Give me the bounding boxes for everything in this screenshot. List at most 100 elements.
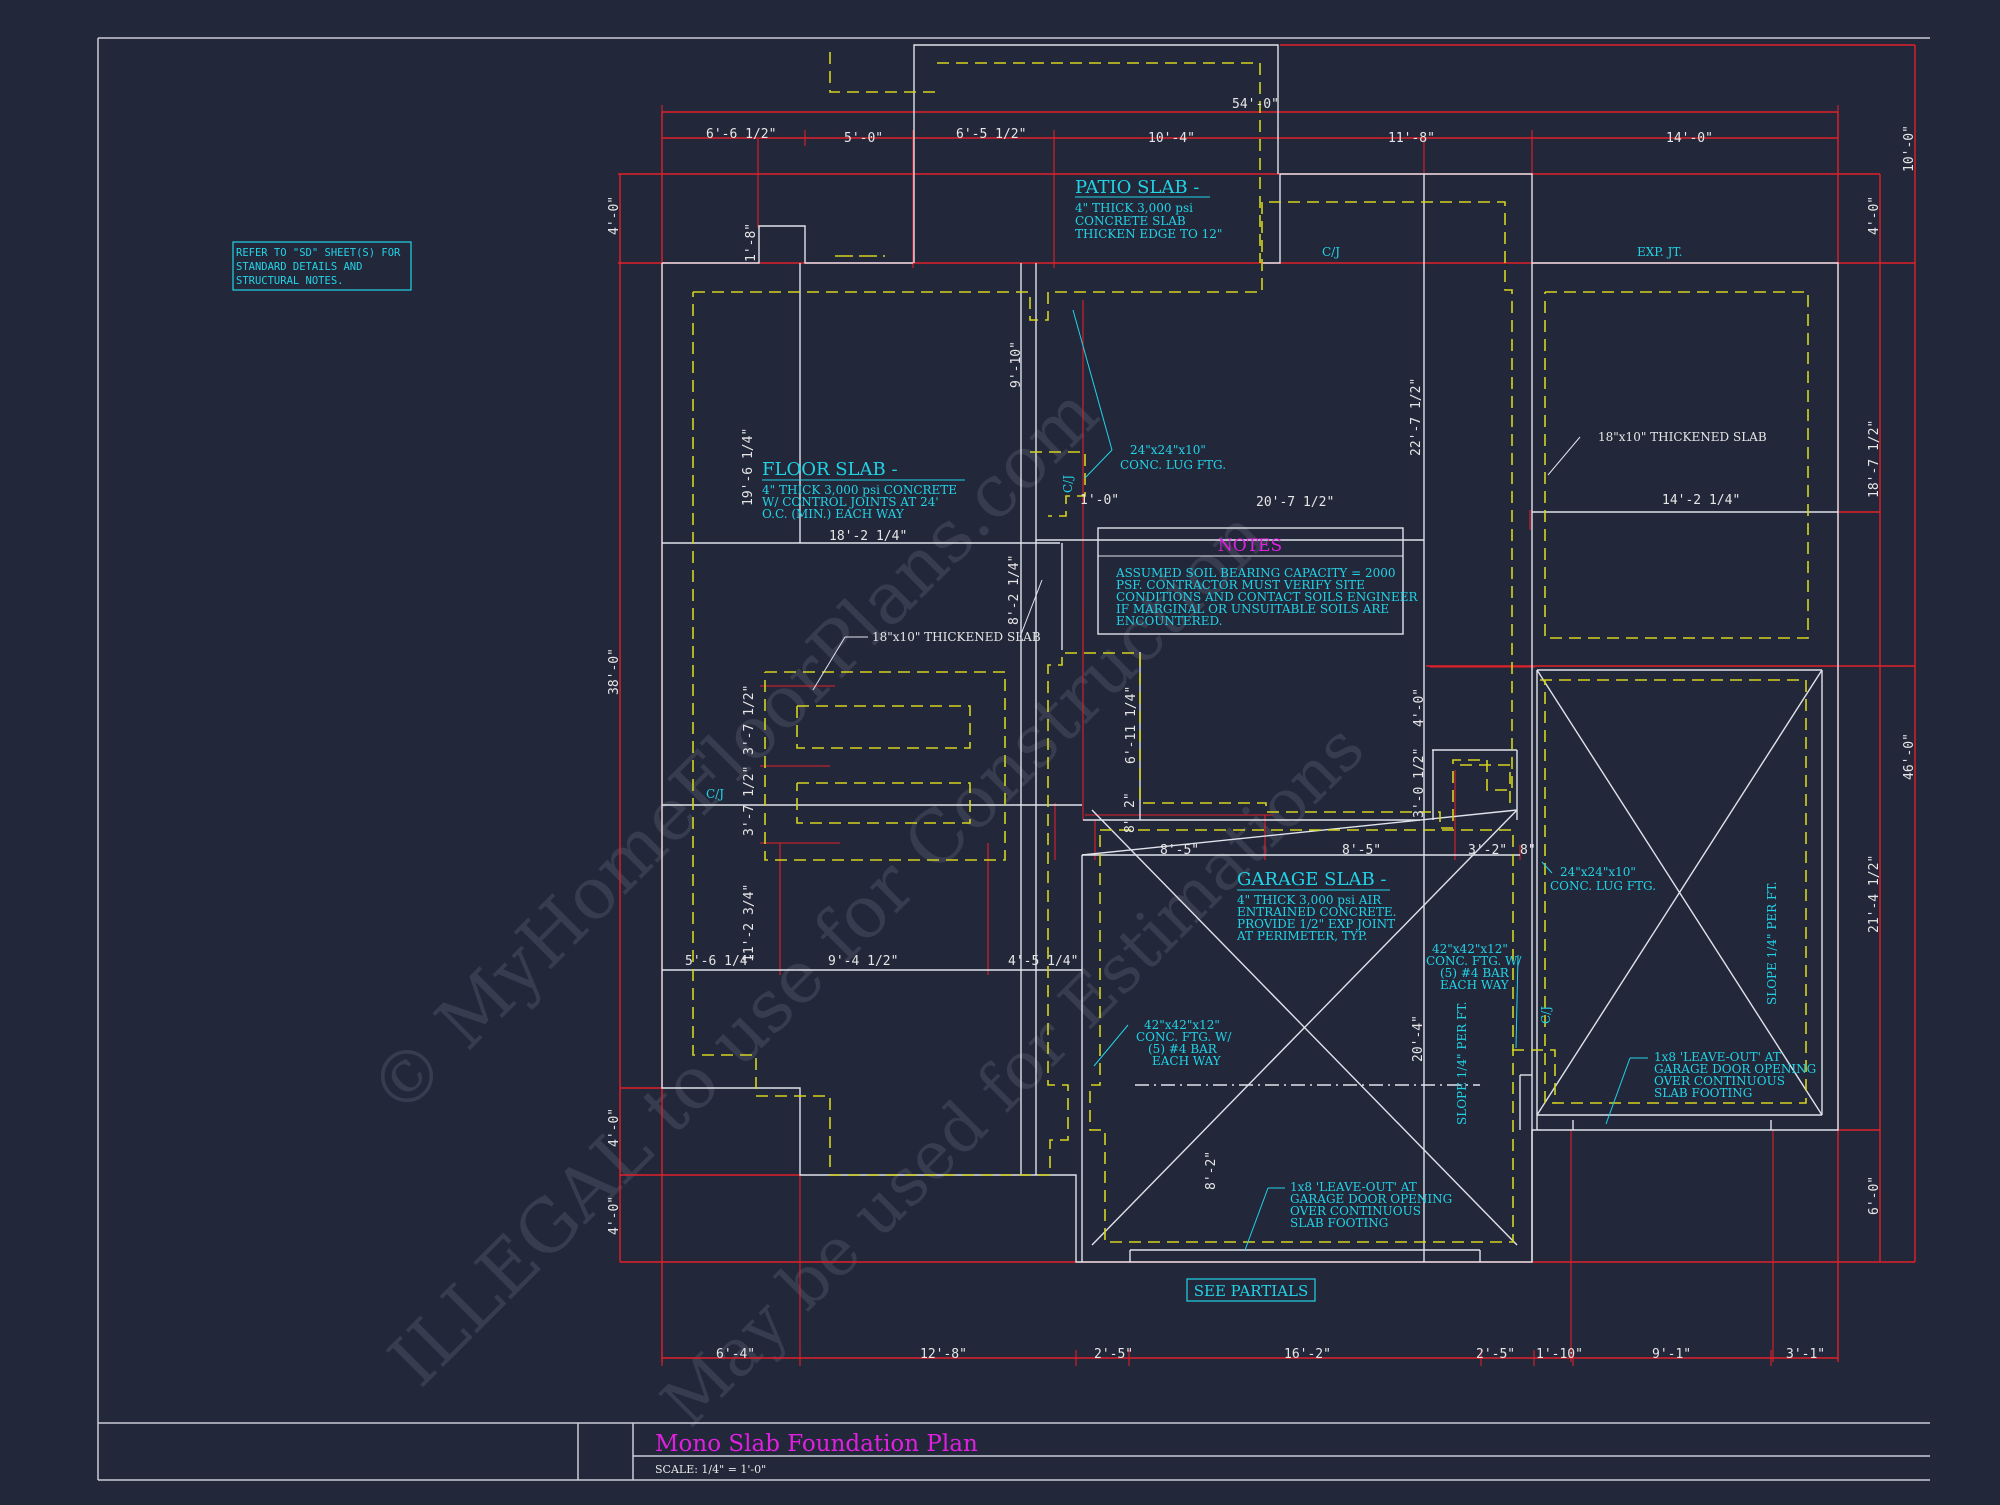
sheet-border: [97, 37, 1930, 1481]
patio-slab-note: PATIO SLAB - 4" THICK 3,000 psi CONCRETE…: [1075, 177, 1222, 241]
dim-top-3: 6'-5 1/2": [956, 127, 1026, 142]
dim-left-1: 4'-0": [607, 196, 622, 235]
lug-ftg-2-line-1: 24"x24"x10": [1560, 865, 1636, 879]
dim-right-2: 4'-0": [1867, 196, 1882, 235]
garage-slab-line-2: ENTRAINED CONCRETE.: [1237, 905, 1396, 919]
floor-slab-line-2: W/ CONTROL JOINTS AT 24': [762, 495, 939, 509]
conc-ftg-1-line-4: EACH WAY: [1152, 1054, 1222, 1068]
dim-18-2: 18'-2 1/4": [829, 529, 907, 544]
dim-1-0: 1'-0": [1080, 493, 1119, 508]
conc-ftg-2-line-3: (5) #4 BAR: [1440, 966, 1510, 980]
notes-box: NOTES ASSUMED SOIL BEARING CAPACITY = 20…: [1098, 536, 1419, 628]
dim-2in: 2": [1123, 792, 1138, 808]
dim-3-7a: 3'-7 1/2": [742, 685, 757, 755]
dim-8-5a: 8'-5": [1160, 843, 1199, 858]
sheet-title: Mono Slab Foundation Plan: [655, 1431, 978, 1457]
leave-out-2-line-2: GARAGE DOOR OPENING: [1654, 1062, 1816, 1076]
reference-note: REFER TO "SD" SHEET(S) FOR STANDARD DETA…: [232, 241, 412, 291]
lug-ftg-1-line-1: 24"x24"x10": [1130, 443, 1206, 457]
slope-note-2: SLOPE 1/4" PER FT.: [1765, 882, 1779, 1005]
lug-ftg-2-line-2: CONC. LUG FTG.: [1550, 879, 1656, 893]
slope-note-1: SLOPE 1/4" PER FT.: [1455, 1002, 1469, 1125]
wall-outlines: [661, 44, 1839, 1263]
dim-right-4: 46'-0": [1902, 733, 1917, 780]
leave-out-1-line-1: 1x8 'LEAVE-OUT' AT: [1290, 1180, 1417, 1194]
dim-3-0: 3'-0 1/2": [1412, 748, 1427, 818]
dim-left-5: 4'-0": [607, 1196, 622, 1235]
see-partials-label: SEE PARTIALS: [1194, 1282, 1309, 1300]
cj-label-1: C/J: [1322, 245, 1340, 259]
dim-bottom-1: 6'-4": [716, 1347, 755, 1362]
dim-right-1: 10'-0": [1902, 125, 1917, 172]
reference-note-line-1: REFER TO "SD" SHEET(S) FOR: [236, 247, 401, 259]
notes-line-3: CONDITIONS AND CONTACT SOILS ENGINEER: [1116, 590, 1419, 604]
garage-slab-line-4: AT PERIMETER, TYP.: [1236, 929, 1367, 943]
dim-8in-b: 8": [1520, 843, 1536, 858]
dim-bottom-5: 2'-5": [1476, 1347, 1515, 1362]
cj-label-3: C/J: [706, 787, 724, 801]
floor-slab-line-3: O.C. (MIN.) EACH WAY: [762, 507, 905, 521]
dim-14-2: 14'-2 1/4": [1662, 493, 1740, 508]
lug-ftg-1-line-2: CONC. LUG FTG.: [1120, 458, 1226, 472]
conc-ftg-2-line-2: CONC. FTG. W/: [1426, 954, 1522, 968]
dim-left-4: 4'-0": [607, 1108, 622, 1147]
notes-line-1: ASSUMED SOIL BEARING CAPACITY = 2000: [1115, 566, 1396, 580]
dim-top-5: 11'-8": [1388, 131, 1435, 146]
exp-jt-label: EXP. JT.: [1637, 245, 1682, 259]
patio-slab-line-2: CONCRETE SLAB: [1075, 214, 1186, 228]
leave-out-2-line-4: SLAB FOOTING: [1654, 1086, 1752, 1100]
cj-label-4: C/J: [1539, 1006, 1553, 1024]
dim-3-7b: 3'-7 1/2": [742, 766, 757, 836]
reference-note-box: [232, 241, 412, 291]
dim-bottom-2: 12'-8": [920, 1347, 967, 1362]
dim-8-5b: 8'-5": [1342, 843, 1381, 858]
reference-note-line-2: STANDARD DETAILS AND: [236, 261, 362, 273]
garage-slab-note: GARAGE SLAB - 4" THICK 3,000 psi AIR ENT…: [1236, 869, 1396, 943]
conc-ftg-2-line-1: 42"x42"x12": [1432, 942, 1508, 956]
floor-slab-title: FLOOR SLAB -: [762, 459, 898, 480]
dim-top-4: 10'-4": [1148, 131, 1195, 146]
dim-top-overall: 54'-0": [1232, 97, 1279, 112]
leave-out-1-line-3: OVER CONTINUOUS: [1290, 1204, 1421, 1218]
dim-left-3: 38'-0": [607, 648, 622, 695]
dim-top-1: 6'-6 1/2": [706, 127, 776, 142]
cj-label-2: C/J: [1061, 475, 1075, 493]
dim-22-7: 22'-7 1/2": [1409, 378, 1424, 456]
garage-slab-title: GARAGE SLAB -: [1237, 869, 1386, 890]
dim-right-5: 21'-4 1/2": [1867, 855, 1882, 933]
notes-line-4: IF MARGINAL OR UNSUITABLE SOILS ARE: [1116, 602, 1389, 616]
dim-8-2b: 8'-2": [1204, 1151, 1219, 1190]
leave-out-2-line-1: 1x8 'LEAVE-OUT' AT: [1654, 1050, 1781, 1064]
conc-ftg-1-line-2: CONC. FTG. W/: [1136, 1030, 1232, 1044]
dim-bottom-4: 16'-2": [1284, 1347, 1331, 1362]
dim-bottom-3: 2'-5": [1094, 1347, 1133, 1362]
patio-slab-line-1: 4" THICK 3,000 psi: [1075, 201, 1193, 215]
dim-8in: 8": [1123, 817, 1138, 833]
conc-ftg-1-line-3: (5) #4 BAR: [1148, 1042, 1218, 1056]
dim-4-0: 4'-0": [1412, 688, 1427, 727]
see-partials-tag: SEE PARTIALS: [1186, 1278, 1316, 1302]
notes-line-5: ENCOUNTERED.: [1116, 614, 1222, 628]
see-partials-box: [1186, 1278, 1316, 1302]
dim-bottom-7: 9'-1": [1652, 1347, 1691, 1362]
garage-slab-line-1: 4" THICK 3,000 psi AIR: [1237, 893, 1382, 907]
leave-out-1-line-4: SLAB FOOTING: [1290, 1216, 1388, 1230]
leave-out-1-line-2: GARAGE DOOR OPENING: [1290, 1192, 1452, 1206]
dim-right-3: 18'-7 1/2": [1867, 420, 1882, 498]
thickened-slab-2: 18"x10" THICKENED SLAB: [1598, 430, 1767, 444]
thickened-slab-1: 18"x10" THICKENED SLAB: [872, 630, 1041, 644]
dimension-texts: 54'-0" 6'-6 1/2" 5'-0" 6'-5 1/2" 10'-4" …: [607, 97, 1917, 1362]
notes-line-2: PSF. CONTRACTOR MUST VERIFY SITE: [1116, 578, 1365, 592]
footing-lines: [692, 52, 1809, 1243]
patio-slab-line-3: THICKEN EDGE TO 12": [1075, 227, 1222, 241]
floor-slab-line-1: 4" THICK 3,000 psi CONCRETE: [762, 483, 957, 497]
patio-slab-title: PATIO SLAB -: [1075, 177, 1199, 198]
notes-title: NOTES: [1218, 536, 1282, 556]
leave-out-2-line-3: OVER CONTINUOUS: [1654, 1074, 1785, 1088]
dim-8-2a: 8'-2 1/4": [1007, 555, 1022, 625]
dim-6-11: 6'-11 1/4": [1124, 686, 1139, 764]
dim-left-2: 1'-8": [744, 223, 759, 262]
sheet-scale: SCALE: 1/4" = 1'-0": [655, 1463, 766, 1476]
dim-right-6: 6'-0": [1867, 1176, 1882, 1215]
